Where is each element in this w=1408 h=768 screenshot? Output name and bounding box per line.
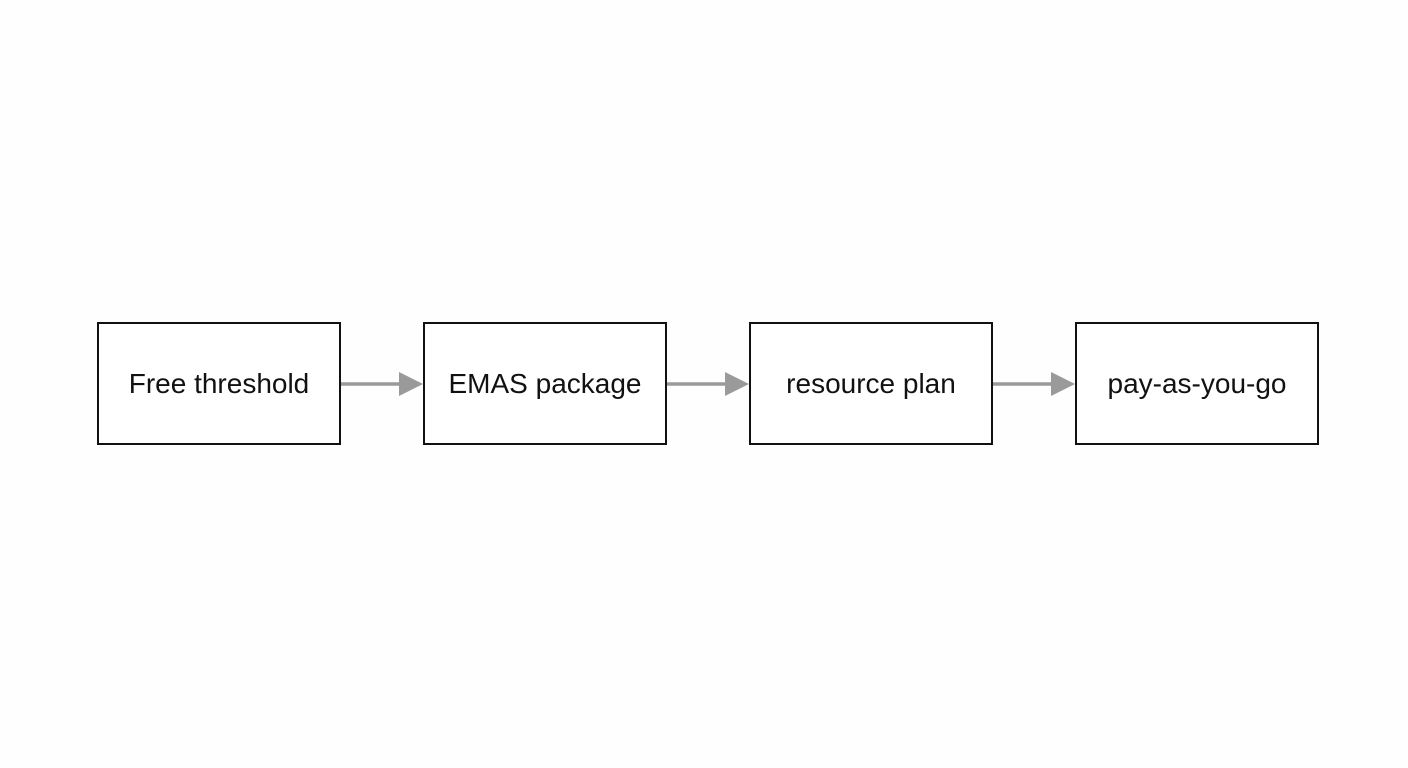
arrow-resource-plan-to-pay-as-you-go xyxy=(993,322,1075,445)
arrow-emas-package-to-resource-plan xyxy=(667,322,749,445)
node-resource-plan: resource plan xyxy=(749,322,993,445)
node-free-threshold: Free threshold xyxy=(97,322,341,445)
node-emas-package: EMAS package xyxy=(423,322,667,445)
flow-row: Free threshold EMAS package resource pla… xyxy=(97,322,1319,445)
node-label: pay-as-you-go xyxy=(1107,367,1287,399)
arrow-free-threshold-to-emas-package xyxy=(341,322,423,445)
node-label: resource plan xyxy=(786,367,956,399)
node-label: EMAS package xyxy=(448,367,642,399)
node-label: Free threshold xyxy=(128,367,310,399)
node-pay-as-you-go: pay-as-you-go xyxy=(1075,322,1319,445)
